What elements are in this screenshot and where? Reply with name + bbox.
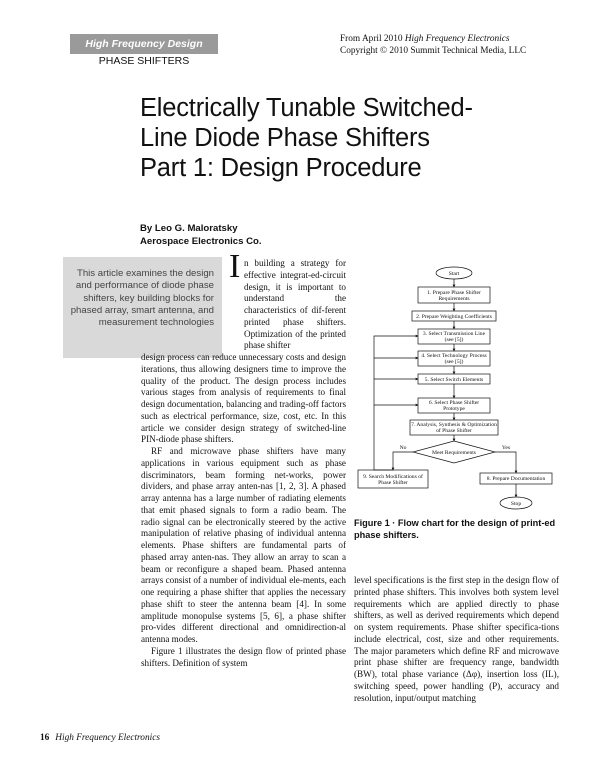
section-label: PHASE SHIFTERS bbox=[98, 55, 190, 67]
section-band: High Frequency Design bbox=[70, 34, 218, 54]
no-label: No bbox=[400, 445, 407, 451]
node-1-line-1: 1. Prepare Phase Shifter bbox=[427, 289, 481, 296]
node-4-line-1: 4. Select Technology Process bbox=[421, 353, 486, 359]
article-title: Electrically Tunable Switched- Line Diod… bbox=[140, 93, 580, 183]
source-magazine: High Frequency Electronics bbox=[404, 34, 510, 44]
copyright-line: Copyright © 2010 Summit Technical Media,… bbox=[340, 46, 527, 56]
node-6-line-1: 6. Select Phase Shifter bbox=[429, 399, 479, 406]
right-column: level specifications is the first step i… bbox=[354, 575, 559, 704]
source-line: From April 2010 High Frequency Electroni… bbox=[340, 33, 570, 45]
footer-magazine: High Frequency Electronics bbox=[55, 733, 160, 743]
page-number: 16 bbox=[40, 733, 50, 743]
figure-caption: Figure 1 · Flow chart for the design of … bbox=[354, 518, 556, 540]
intro-narrow-text: n building a strategy for effective inte… bbox=[244, 258, 346, 351]
author: By Leo G. Maloratsky bbox=[140, 223, 238, 234]
byline: By Leo G. Maloratsky Aerospace Electroni… bbox=[140, 222, 262, 248]
node-5-label: 5. Select Switch Elements bbox=[425, 377, 483, 383]
node-2-label: 2. Prepare Weighting Coefficients bbox=[416, 313, 492, 320]
node-1-line-2: Requirements bbox=[438, 296, 469, 302]
title-line-3: Part 1: Design Procedure bbox=[140, 154, 422, 182]
intro-wide-text: design process can reduce unnecessary co… bbox=[141, 352, 346, 445]
paragraph-2: RF and microwave phase shifters have man… bbox=[141, 446, 346, 644]
abstract-box: This article examines the design and per… bbox=[63, 257, 222, 358]
intro-narrow: n building a strategy for effective inte… bbox=[244, 258, 346, 352]
decision-label: Meet Requirements bbox=[432, 450, 476, 456]
node-9-line-1: 9. Search Modifications of bbox=[363, 473, 423, 480]
source-prefix: From April 2010 bbox=[340, 34, 405, 44]
drop-cap: I bbox=[229, 248, 241, 285]
node-3-line-2: (see [5]) bbox=[445, 336, 464, 343]
node-8-label: 8. Prepare Documentation bbox=[487, 476, 546, 482]
stop-label: Stop bbox=[511, 501, 521, 507]
node-4-line-2: (see [5]) bbox=[445, 358, 464, 365]
abstract-text: This article examines the design and per… bbox=[70, 268, 214, 329]
node-9-line-2: Phase Shifter bbox=[378, 479, 408, 486]
affiliation: Aerospace Electronics Co. bbox=[140, 236, 262, 247]
node-3-line-1: 3. Select Transmission Line bbox=[423, 331, 486, 337]
section-band-label: High Frequency Design bbox=[85, 38, 203, 50]
start-label: Start bbox=[449, 271, 460, 277]
flow-chart: Start 1. Prepare Phase Shifter Requireme… bbox=[354, 260, 559, 514]
source-note: From April 2010 High Frequency Electroni… bbox=[340, 33, 570, 57]
title-line-2: Line Diode Phase Shifters bbox=[140, 124, 430, 152]
paragraph-3: Figure 1 illustrates the design flow of … bbox=[141, 645, 346, 668]
right-column-text: level specifications is the first step i… bbox=[354, 575, 559, 703]
page-footer: 16 High Frequency Electronics bbox=[40, 733, 160, 743]
yes-label: Yes bbox=[502, 445, 510, 451]
node-7-line-1: 7. Analysis, Synthesis & Optimization bbox=[411, 422, 497, 428]
node-7-line-2: of Phase Shifter bbox=[436, 427, 472, 434]
decision-node bbox=[411, 440, 497, 464]
title-line-1: Electrically Tunable Switched- bbox=[140, 94, 473, 122]
left-column: design process can reduce unnecessary co… bbox=[141, 352, 346, 669]
node-6-line-2: Prototype bbox=[443, 406, 465, 412]
